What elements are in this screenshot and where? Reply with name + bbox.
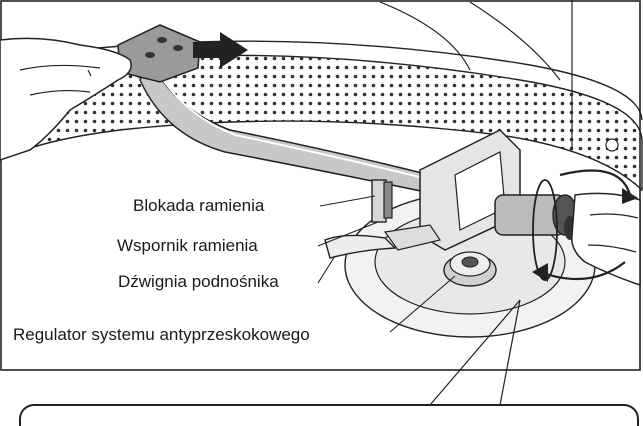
detail-box (19, 404, 639, 426)
lift-lever (324, 224, 441, 259)
arm-lock (371, 179, 393, 223)
label-arm-rest: Wspornik ramienia (117, 236, 258, 255)
callout-lines-bottom (429, 299, 521, 406)
hand-right (571, 192, 641, 287)
hand-left (0, 37, 132, 161)
arrow-right-icon (193, 32, 248, 68)
pivot-assembly (419, 129, 578, 251)
leader-lines (317, 195, 456, 333)
label-anti-skating: Regulator systemu antyprzeskokowego (13, 325, 310, 344)
label-arm-lock: Blokada ramienia (133, 196, 265, 215)
anti-skating-knob (443, 251, 497, 287)
label-lift-lever: Dźwignia podnośnika (118, 272, 279, 291)
rotate-arrows-icon (532, 169, 638, 282)
